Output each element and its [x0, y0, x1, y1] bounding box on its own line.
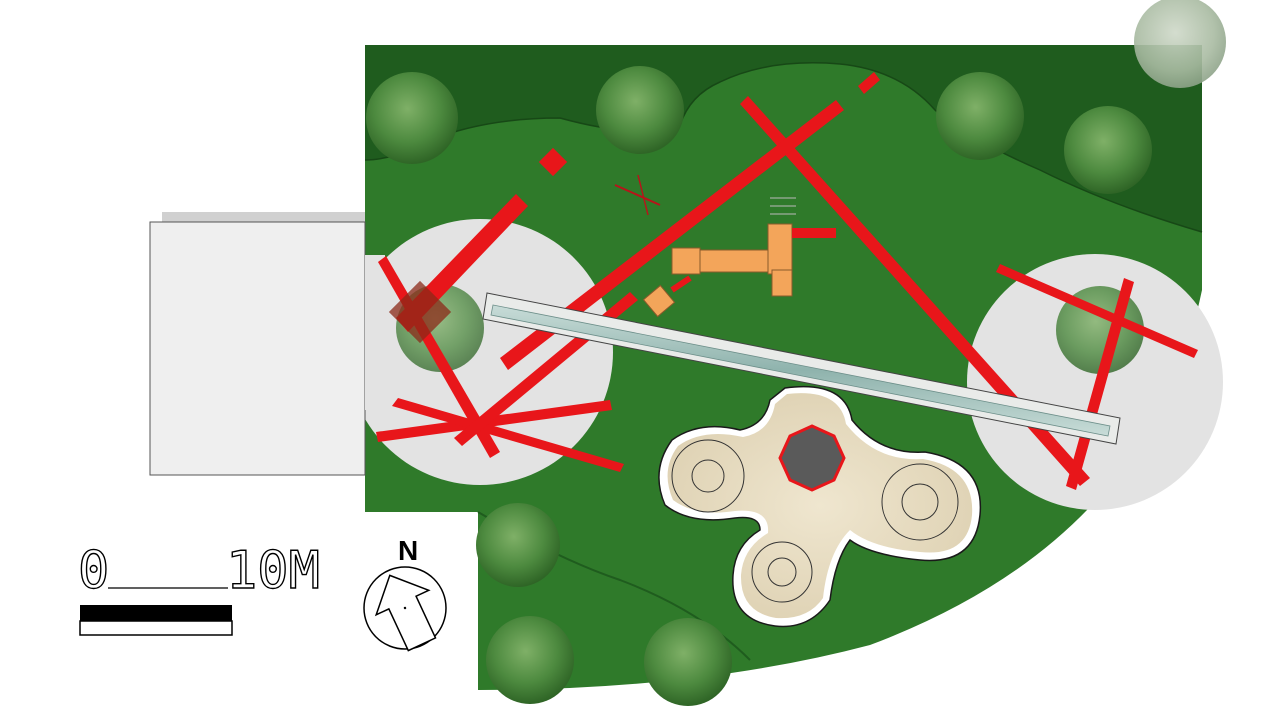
scale-bar-solid: [80, 605, 232, 621]
trampoline: [778, 424, 846, 492]
scale-end-label: 10M: [226, 541, 320, 601]
shade-block: [388, 280, 452, 344]
north-arrow: N: [363, 535, 447, 652]
water-channel: [482, 292, 1121, 445]
red-beam: [376, 400, 612, 442]
building-cover: [149, 221, 366, 476]
red-beam: [858, 72, 880, 94]
sand-play-area: [658, 385, 982, 628]
tree-canopy-icon: [1064, 106, 1152, 194]
building-notch: [365, 255, 385, 410]
tree-canopy-icon: [1134, 0, 1226, 88]
red-block: [538, 147, 568, 177]
tree-canopy-icon: [476, 503, 560, 587]
tree-canopy-icon: [936, 72, 1024, 160]
red-beam: [740, 96, 1090, 486]
tree-canopy-icon: [366, 72, 458, 164]
red-beams: [376, 72, 1198, 490]
play-structure: [614, 174, 836, 318]
red-beam: [996, 264, 1198, 358]
tree-canopy-icon: [644, 618, 732, 706]
north-arrow-icon: [374, 574, 437, 652]
lawn-border-edge: [364, 62, 1203, 233]
scale-bar-hollow: [79, 620, 233, 636]
red-beam: [500, 100, 844, 370]
tree-canopy-icon: [596, 66, 684, 154]
trees: [366, 0, 1226, 706]
north-label: N: [398, 535, 418, 566]
scale-bar: 0 10M: [77, 540, 321, 636]
tree-canopy-icon: [486, 616, 574, 704]
scale-start-label: 0: [78, 541, 109, 601]
red-beam: [392, 398, 624, 472]
